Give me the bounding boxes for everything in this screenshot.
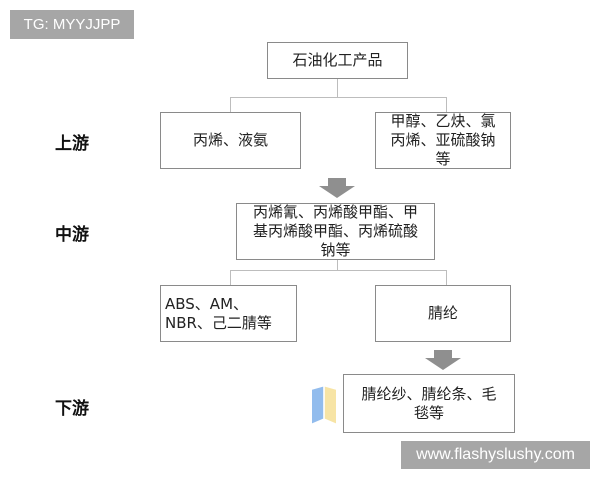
connector [230, 270, 231, 285]
down-arrow-icon [425, 350, 461, 370]
node-root: 石油化工产品 [267, 42, 408, 79]
node-upstream-left: 丙烯、液氨 [160, 112, 301, 169]
node-downstream: 腈纶纱、腈纶条、毛毯等 [343, 374, 515, 433]
connector [230, 270, 447, 271]
tg-badge: TG: MYYJJPP [10, 10, 134, 39]
connector [230, 97, 231, 112]
down-arrow-icon [319, 178, 355, 198]
connector [337, 260, 338, 270]
stage-midstream: 中游 [55, 225, 89, 245]
node-midstream: 丙烯氰、丙烯酸甲酯、甲基丙烯酸甲酯、丙烯硫酸钠等 [236, 203, 435, 260]
watermark-logo-icon [312, 386, 336, 424]
watermark-url: www.flashyslushy.com [401, 441, 590, 469]
node-upstream-right: 甲醇、乙炔、氯丙烯、亚硫酸钠等 [375, 112, 511, 169]
connector [337, 79, 338, 97]
node-midstream-right: 腈纶 [375, 285, 511, 342]
stage-downstream: 下游 [55, 399, 89, 419]
connector [446, 97, 447, 112]
node-midstream-left: ABS、AM、NBR、己二腈等 [160, 285, 297, 342]
connector [446, 270, 447, 285]
stage-upstream: 上游 [55, 134, 89, 154]
connector [230, 97, 447, 98]
